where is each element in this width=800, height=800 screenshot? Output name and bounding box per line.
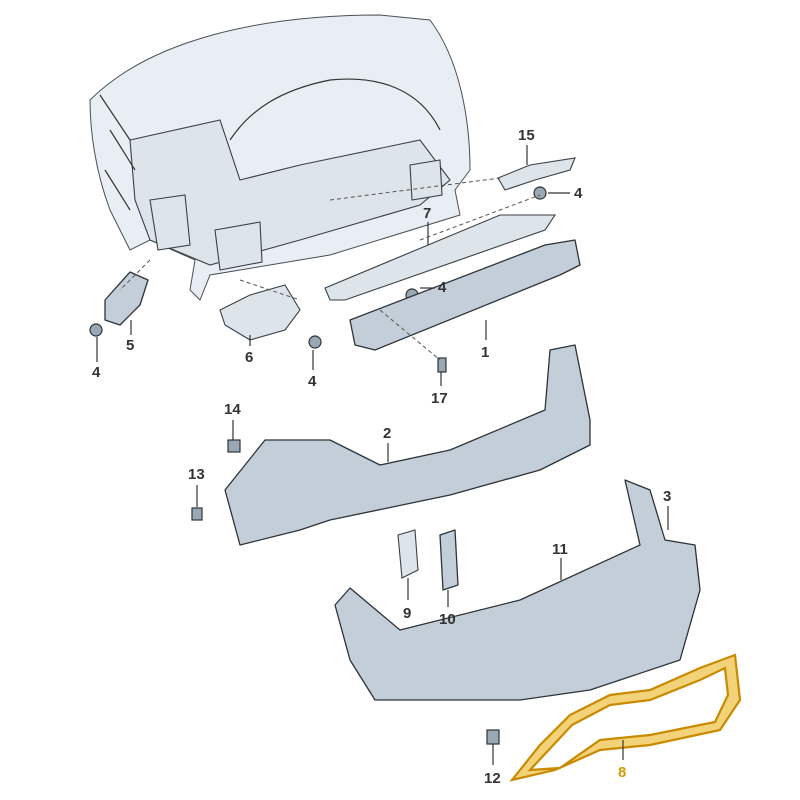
part-9-bracket[interactable]: [397, 529, 419, 579]
label-part-15: 15: [518, 127, 535, 144]
part-10-reflector[interactable]: [439, 529, 459, 591]
label-part-4: 4: [574, 185, 583, 202]
part-14-clip[interactable]: [227, 439, 241, 453]
part-1-reinforcement[interactable]: [349, 239, 581, 351]
part-7-trim-strip[interactable]: [324, 214, 557, 301]
part-4-nut[interactable]: [308, 335, 322, 349]
label-part-4: 4: [308, 373, 317, 390]
part-2-bumper-cover-upper[interactable]: [224, 344, 591, 546]
label-part-7: 7: [423, 205, 431, 222]
label-part-1: 1: [481, 344, 489, 361]
part-8-trim-frame-highlighted[interactable]: [509, 653, 742, 782]
label-part-6: 6: [245, 349, 253, 366]
part-3-bumper-cover-lower[interactable]: [334, 479, 701, 701]
label-part-13: 13: [188, 466, 205, 483]
leader-lines: [96, 145, 669, 765]
label-part-5: 5: [126, 337, 134, 354]
label-part-8-highlighted: 8: [618, 764, 626, 781]
part-12-clip[interactable]: [486, 729, 500, 745]
part-17-screw[interactable]: [437, 357, 447, 373]
label-part-12: 12: [484, 770, 501, 787]
label-part-4: 4: [92, 364, 101, 381]
label-part-4: 4: [438, 279, 447, 296]
label-part-17: 17: [431, 390, 448, 407]
part-4-nut[interactable]: [533, 186, 547, 200]
label-part-3: 3: [663, 488, 671, 505]
label-part-10: 10: [439, 611, 456, 628]
part-4-nut[interactable]: [89, 323, 103, 337]
part-13-screw[interactable]: [191, 507, 203, 521]
part-15-bracket[interactable]: [497, 157, 576, 191]
vehicle-body-shell: [89, 14, 471, 301]
label-part-2: 2: [383, 425, 391, 442]
label-part-11: 11: [552, 541, 568, 558]
part-5-guide[interactable]: [104, 271, 149, 326]
label-part-9: 9: [403, 605, 411, 622]
part-6-bracket[interactable]: [219, 284, 301, 341]
label-part-14: 14: [224, 401, 241, 418]
